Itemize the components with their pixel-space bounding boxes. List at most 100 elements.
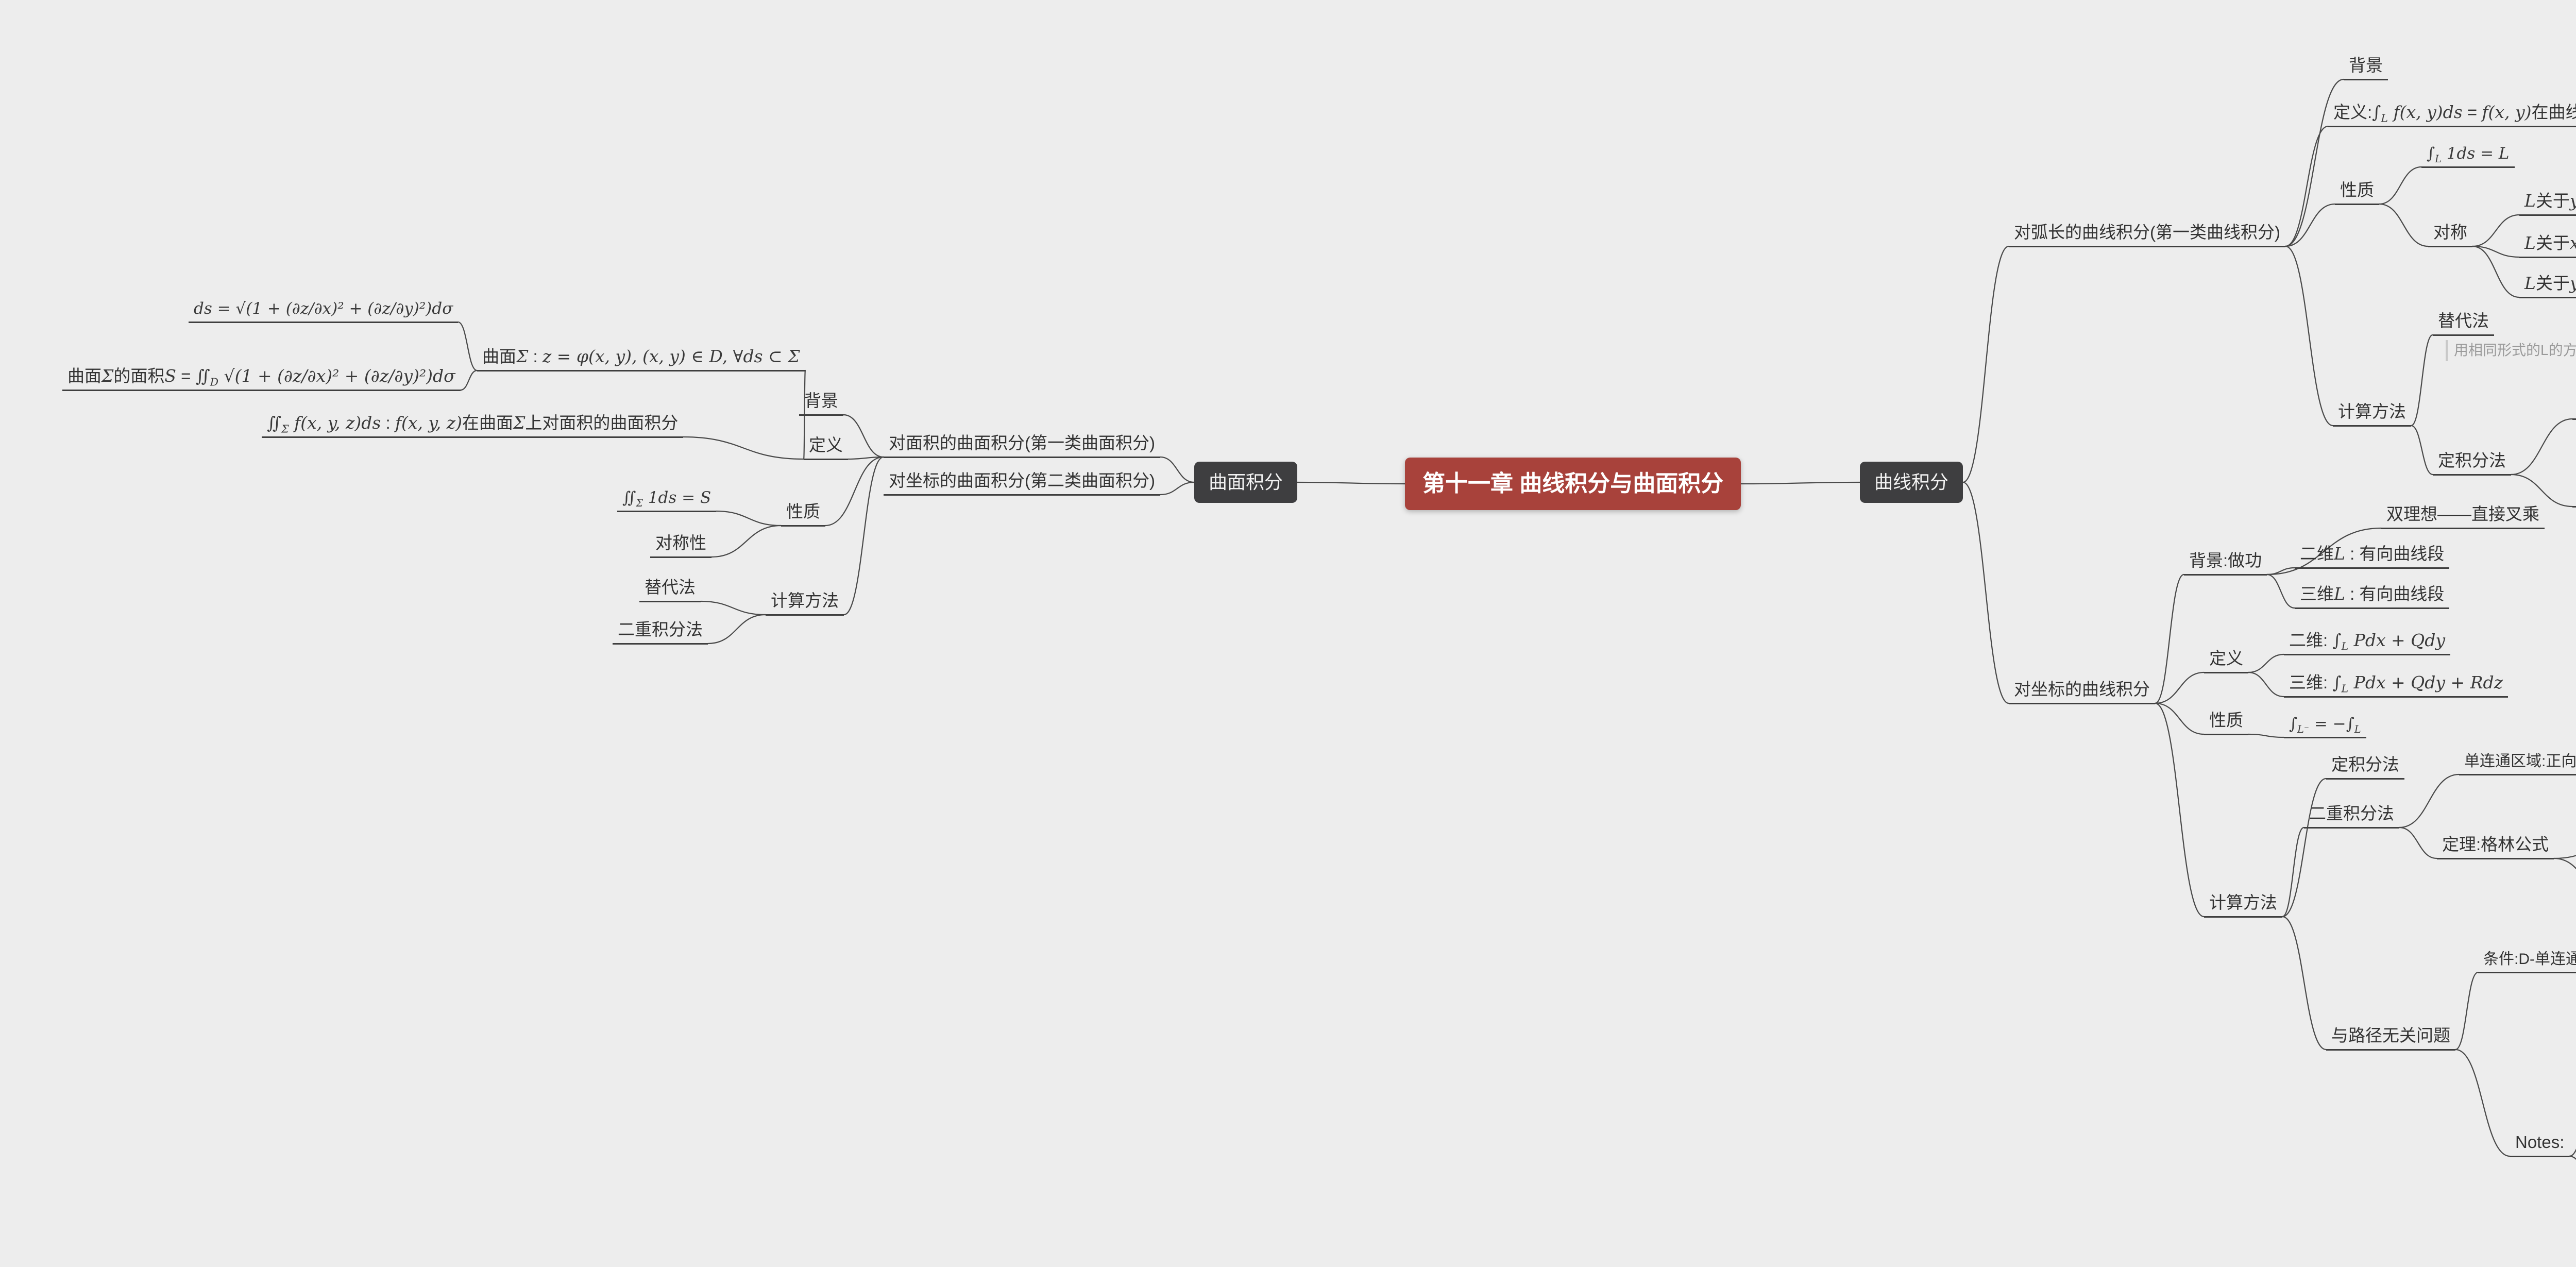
connector-line	[1962, 481, 2010, 704]
connector-line	[843, 456, 885, 616]
area-background[interactable]: 背景	[799, 388, 843, 416]
connector-line	[2284, 245, 2334, 427]
arc-definition[interactable]: 定义:∫L f(x, y)ds = f(x, y)在曲线段L上对弧长的曲线积分	[2328, 100, 2576, 127]
connector-line	[2154, 573, 2185, 704]
coord-definition[interactable]: 定义	[2204, 646, 2248, 673]
connector-line	[682, 436, 805, 460]
region-orientation-note[interactable]: 单连通区域:正向-逆时针;多连通区域:正向-外逆内顺(时针)	[2459, 750, 2576, 775]
topic-coordinate-surface-integral[interactable]: 对坐标的曲面积分(第二类曲面积分)	[884, 468, 1160, 496]
connector-line	[2568, 1155, 2576, 1160]
connector-line	[2471, 245, 2520, 258]
connector-line	[710, 525, 782, 558]
connector-line	[2553, 857, 2576, 870]
connector-line	[2378, 166, 2422, 205]
notes-label[interactable]: Notes:	[2510, 1130, 2570, 1157]
substitution-note[interactable]: 用相同形式的L的方程替代	[2446, 340, 2576, 361]
connector-line	[2471, 245, 2520, 298]
coord-property-1[interactable]: ∫L⁻ = −∫L	[2284, 713, 2366, 738]
topic-arc-length-line-integral[interactable]: 对弧长的曲线积分(第一类曲线积分)	[2009, 220, 2285, 247]
surface-definition[interactable]: 曲面Σ : z = φ(x, y), (x, y) ∈ D, ∀ds ⊂ Σ	[477, 344, 805, 371]
topic-coordinate-line-integral[interactable]: 对坐标的曲线积分	[2009, 677, 2155, 704]
connector-line	[2568, 1148, 2576, 1157]
arc-background[interactable]: 背景	[2344, 53, 2388, 80]
arc-properties[interactable]: 性质	[2335, 178, 2379, 205]
coord-calc-methods[interactable]: 计算方法	[2204, 890, 2282, 918]
connector-line	[460, 369, 478, 391]
connector-line	[2281, 916, 2327, 1051]
area-definition[interactable]: 定义	[804, 433, 848, 460]
connector-line	[700, 600, 767, 616]
connector-line	[2378, 203, 2429, 247]
symmetry-x-axis[interactable]: L关于x轴对称同理	[2519, 231, 2576, 258]
coord-properties[interactable]: 性质	[2204, 708, 2248, 735]
coord-background-work[interactable]: 背景:做功	[2184, 548, 2267, 576]
connector-line	[715, 510, 782, 527]
topic-area-surface-integral[interactable]: 对面积的曲面积分(第一类曲面积分)	[884, 431, 1160, 458]
central-topic[interactable]: 第十一章 曲线积分与曲面积分	[1405, 458, 1741, 511]
surface-area-formula[interactable]: 曲面Σ的面积S = ∬D √(1 + (∂z/∂x)² + (∂z/∂y)²)d…	[62, 364, 461, 391]
connector-line	[842, 414, 885, 458]
connector-line	[1296, 481, 1406, 485]
connector-line	[2154, 702, 2205, 735]
arc-property-1[interactable]: ∫L 1ds = L	[2421, 142, 2515, 168]
definition-3d[interactable]: 三维: ∫L Pdx + Qdy + Rdz	[2284, 670, 2508, 698]
connector-line	[2398, 773, 2460, 829]
area-calc-methods[interactable]: 计算方法	[766, 588, 844, 616]
connector-line	[2410, 334, 2434, 427]
area-double-integral-method[interactable]: 二重积分法	[613, 617, 708, 645]
arc-symmetry[interactable]: 对称	[2428, 220, 2472, 247]
connector-line	[2247, 653, 2285, 673]
background-3d-curve[interactable]: 三维L : 有向曲线段	[2295, 582, 2450, 609]
substitution-method[interactable]: 替代法	[2433, 309, 2494, 336]
connector-line	[2281, 826, 2305, 918]
green-theorem[interactable]: 定理:格林公式	[2437, 832, 2554, 859]
connector-line	[2510, 418, 2573, 476]
connector-line	[2154, 671, 2205, 704]
connector-line	[707, 614, 767, 645]
background-2d-curve[interactable]: 二维L : 有向曲线段	[2295, 542, 2450, 569]
branch-surface-integral[interactable]: 曲面积分	[1194, 462, 1298, 503]
connector-line	[2410, 425, 2434, 476]
connector-line	[1962, 245, 2010, 483]
ds-formula[interactable]: ds = √(1 + (∂z/∂x)² + (∂z/∂y)²)dσ	[189, 297, 459, 323]
connector-line	[1740, 481, 1861, 485]
area-symmetry[interactable]: 对称性	[650, 531, 711, 558]
connector-line	[1159, 481, 1195, 496]
connector-line	[2454, 971, 2479, 1051]
connector-line	[2398, 826, 2438, 859]
connector-line	[1159, 456, 1195, 483]
connector-line	[824, 456, 885, 527]
arc-calc-methods[interactable]: 计算方法	[2333, 399, 2411, 427]
connector-line	[2284, 125, 2329, 247]
connector-line	[2284, 78, 2345, 247]
coord-definite-integral-method[interactable]: 定积分法	[2326, 752, 2404, 780]
area-property-1[interactable]: ∬Σ 1ds = S	[617, 486, 717, 512]
connector-line	[2284, 203, 2336, 247]
connector-line	[2510, 474, 2573, 508]
symmetry-y-axis[interactable]: L关于y轴对称, 右边为L₁ :	[2519, 189, 2576, 216]
definite-integral-formula-1[interactable]: L : y = φ(x)(a ≤ x ≤ b), ∫L f(x, y)ds = …	[2572, 373, 2576, 420]
connector-line	[2281, 778, 2327, 918]
definition-2d[interactable]: 二维: ∫L Pdx + Qdy	[2284, 628, 2451, 655]
branch-line-integral[interactable]: 曲线积分	[1860, 462, 1963, 503]
connector-line	[2266, 527, 2382, 576]
connector-line	[2553, 855, 2576, 859]
definite-integral-method[interactable]: 定积分法	[2433, 448, 2511, 476]
path-independence-condition[interactable]: 条件:D-单连通区域,P(x, y), Q(x, y)在D上连续可偏导,则一下命…	[2478, 948, 2576, 973]
connector-line	[2154, 702, 2205, 918]
background-cross-product-note[interactable]: 双理想——直接叉乘	[2381, 502, 2545, 529]
symmetry-y-equals-x[interactable]: L关于y = x对称, 则 : ∫L f(x, y)ds = ∫L f(y, x…	[2519, 271, 2576, 298]
area-properties[interactable]: 性质	[781, 499, 825, 527]
double-integral-method[interactable]: 二重积分法	[2304, 801, 2399, 829]
area-integral-definition[interactable]: ∬Σ f(x, y, z)ds : f(x, y, z)在曲面Σ上对面积的曲面积…	[262, 411, 684, 438]
area-substitution-method[interactable]: 替代法	[639, 575, 701, 602]
definite-integral-formula-2[interactable]: L : {x = φ(t) (α ≤ t ≤ β) {y = ψ(t)∫L f(…	[2572, 440, 2576, 508]
connector-line	[2266, 567, 2296, 576]
connector-line	[2471, 214, 2520, 247]
connector-line	[2266, 573, 2296, 609]
path-independence[interactable]: 与路径无关问题	[2326, 1023, 2455, 1051]
connector-line	[457, 321, 478, 371]
